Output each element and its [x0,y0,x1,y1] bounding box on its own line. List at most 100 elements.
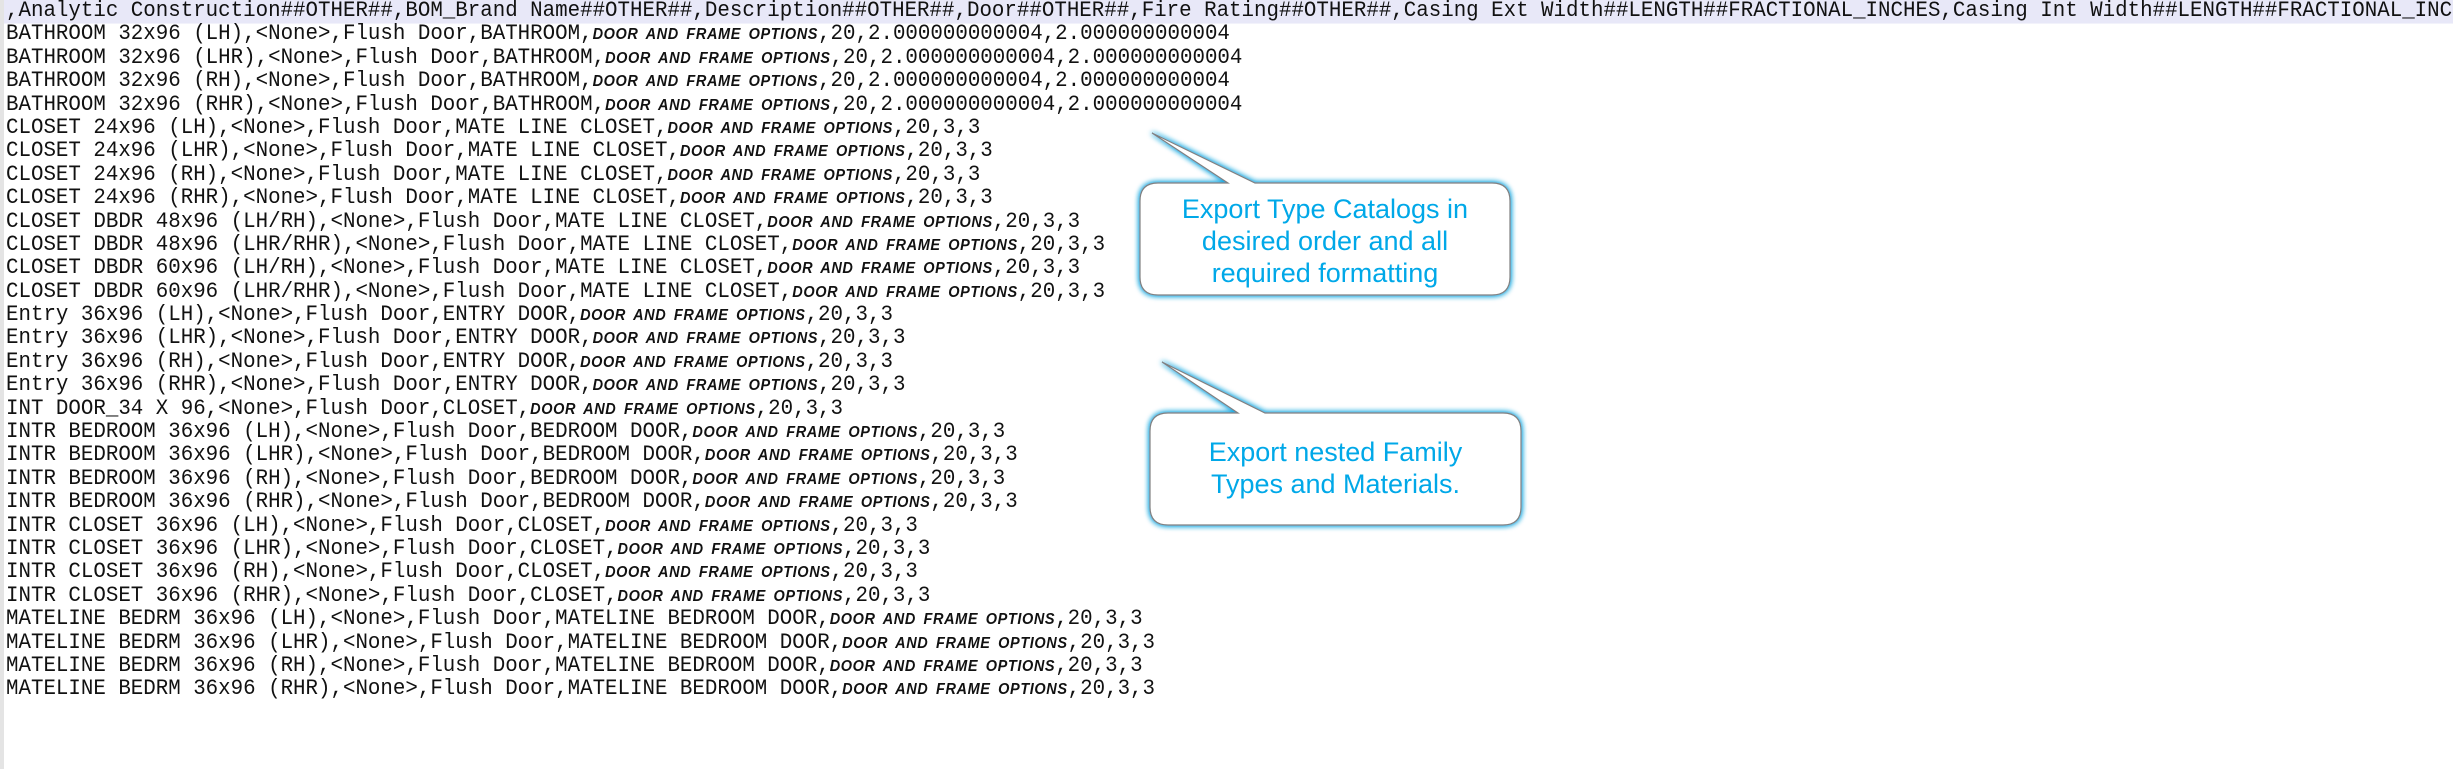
formatted-description: DOOR AND FRAME OPTIONS [592,73,819,91]
csv-data-line[interactable]: BATHROOM 32x96 (LHR),<None>,Flush Door,B… [4,46,2453,71]
formatted-description: DOOR AND FRAME OPTIONS [592,377,819,395]
formatted-description: DOOR AND FRAME OPTIONS [679,143,906,161]
csv-data-line[interactable]: INTR CLOSET 36x96 (RHR),<None>,Flush Doo… [4,584,2453,609]
csv-data-line[interactable]: INTR BEDROOM 36x96 (RHR),<None>,Flush Do… [4,491,2453,516]
csv-data-line[interactable]: CLOSET 24x96 (RH),<None>,Flush Door,MATE… [4,163,2453,188]
line-fields: BATHROOM 32x96 (LH),<None>,Flush Door,BA… [6,22,593,47]
formatted-description: DOOR AND FRAME OPTIONS [704,448,931,465]
line-fields: INTR BEDROOM 36x96 (RHR),<None>,Flush Do… [6,490,705,515]
line-values: ,20,3,3 [917,467,1006,492]
formatted-description: DOOR AND FRAME OPTIONS [617,541,844,559]
line-fields: MATELINE BEDRM 36x96 (LHR),<None>,Flush … [6,630,843,656]
line-fields: MATELINE BEDRM 36x96 (LH),<None>,Flush D… [6,607,830,632]
csv-data-line[interactable]: MATELINE BEDRM 36x96 (LH),<None>,Flush D… [4,608,2453,633]
formatted-description: DOOR AND FRAME OPTIONS [605,564,831,582]
line-fields: CLOSET 24x96 (LHR),<None>,Flush Door,MAT… [6,139,680,164]
line-values: ,20,3,3 [905,139,993,164]
csv-data-line[interactable]: INTR CLOSET 36x96 (LH),<None>,Flush Door… [4,514,2453,539]
callout-bubble-2 [1149,361,1522,526]
csv-data-line[interactable]: BATHROOM 32x96 (RHR),<None>,Flush Door,B… [4,93,2453,118]
csv-data-line[interactable]: INTR CLOSET 36x96 (LHR),<None>,Flush Doo… [4,537,2453,562]
csv-data-line[interactable]: CLOSET DBDR 48x96 (LHR/RHR),<None>,Flush… [4,233,2453,258]
formatted-description: DOOR AND FRAME OPTIONS [842,681,1068,699]
formatted-description: DOOR AND FRAME OPTIONS [842,635,1068,652]
callout-line: Export nested Family [1208,437,1463,467]
line-values: ,20,3,3 [805,303,893,328]
line-values: ,20,3,3 [992,209,1081,235]
formatted-description: DOOR AND FRAME OPTIONS [580,354,806,372]
line-fields: Entry 36x96 (RHR),<None>,Flush Door,ENTR… [6,373,593,398]
formatted-description: DOOR AND FRAME OPTIONS [767,260,993,278]
callout-line: Export Type Catalogs in [1181,194,1469,224]
formatted-description: DOOR AND FRAME OPTIONS [580,307,806,325]
csv-data-line[interactable]: INTR BEDROOM 36x96 (LHR),<None>,Flush Do… [4,444,2453,469]
line-fields: INTR CLOSET 36x96 (LH),<None>,Flush Door… [6,514,606,539]
csv-data-line[interactable]: CLOSET DBDR 60x96 (LHR/RHR),<None>,Flush… [4,280,2453,305]
line-values: ,20,3,3 [1017,280,1106,305]
line-values: ,20,2.000000000004,2.000000000004 [818,22,1230,47]
line-values: ,20,3,3 [1067,630,1156,656]
csv-data-line[interactable]: BATHROOM 32x96 (RH),<None>,Flush Door,BA… [4,70,2453,95]
line-fields: BATHROOM 32x96 (RHR),<None>,Flush Door,B… [6,92,606,118]
csv-data-line[interactable]: MATELINE BEDRM 36x96 (RHR),<None>,Flush … [4,678,2453,703]
formatted-description: DOOR AND FRAME OPTIONS [605,518,831,536]
formatted-description: DOOR AND FRAME OPTIONS [605,50,831,68]
formatted-description: DOOR AND FRAME OPTIONS [692,424,918,442]
formatted-description: DOOR AND FRAME OPTIONS [704,494,931,512]
line-values: ,20,3,3 [930,443,1018,468]
formatted-description: DOOR AND FRAME OPTIONS [792,284,1018,302]
line-fields: INTR CLOSET 36x96 (RHR),<None>,Flush Doo… [6,584,618,609]
csv-data-line[interactable]: INT DOOR_34 X 96,<None>,Flush Door,CLOSE… [4,397,2453,422]
line-values: ,20,3,3 [818,326,906,352]
line-fields: BATHROOM 32x96 (RH),<None>,Flush Door,BA… [6,69,593,94]
csv-data-line[interactable]: CLOSET 24x96 (RHR),<None>,Flush Door,MAT… [4,187,2453,212]
csv-data-line[interactable]: Entry 36x96 (LHR),<None>,Flush Door,ENTR… [4,327,2453,352]
formatted-description: DOOR AND FRAME OPTIONS [592,331,819,348]
line-fields: MATELINE BEDRM 36x96 (RHR),<None>,Flush … [6,677,843,702]
formatted-description: DOOR AND FRAME OPTIONS [617,588,844,606]
formatted-description: DOOR AND FRAME OPTIONS [679,190,906,208]
line-fields: CLOSET DBDR 48x96 (LHR/RHR),<None>,Flush… [6,233,793,258]
line-values: ,20,3,3 [843,584,931,609]
callout-bubble-1 [1139,132,1511,296]
line-fields: Entry 36x96 (LH),<None>,Flush Door,ENTRY… [6,303,581,328]
csv-data-line[interactable]: Entry 36x96 (RH),<None>,Flush Door,ENTRY… [4,350,2453,375]
line-values: ,20,3,3 [892,116,981,141]
callout-nested-families: Export nested Family Types and Materials… [1150,436,1521,500]
csv-data-line[interactable]: CLOSET 24x96 (LH),<None>,Flush Door,MATE… [4,116,2453,141]
line-fields: INT DOOR_34 X 96,<None>,Flush Door,CLOSE… [6,397,531,422]
csv-data-line[interactable]: MATELINE BEDRM 36x96 (LHR),<None>,Flush … [4,631,2453,656]
line-fields: BATHROOM 32x96 (LHR),<None>,Flush Door,B… [6,46,606,71]
line-fields: INTR BEDROOM 36x96 (LH),<None>,Flush Doo… [6,420,693,445]
line-values: ,20,3,3 [830,514,918,539]
csv-data-line[interactable]: CLOSET 24x96 (LHR),<None>,Flush Door,MAT… [4,140,2453,165]
csv-data-line[interactable]: BATHROOM 32x96 (LH),<None>,Flush Door,BA… [4,23,2453,48]
csv-data-line[interactable]: MATELINE BEDRM 36x96 (RH),<None>,Flush D… [4,654,2453,679]
csv-header-line[interactable]: ,Analytic Construction##OTHER##,BOM_Bran… [4,0,2453,24]
line-values: ,20,3,3 [843,537,931,562]
callout-line: desired order and all [1201,226,1449,256]
csv-data-line[interactable]: INTR CLOSET 36x96 (RH),<None>,Flush Door… [4,561,2453,586]
formatted-description: DOOR AND FRAME OPTIONS [667,120,893,138]
csv-data-line[interactable]: Entry 36x96 (RHR),<None>,Flush Door,ENTR… [4,374,2453,399]
line-fields: INTR CLOSET 36x96 (LHR),<None>,Flush Doo… [6,537,618,562]
line-fields: INTR CLOSET 36x96 (RH),<None>,Flush Door… [6,560,606,585]
csv-data-line[interactable]: Entry 36x96 (LH),<None>,Flush Door,ENTRY… [4,303,2453,328]
csv-data-line[interactable]: CLOSET DBDR 48x96 (LH/RH),<None>,Flush D… [4,210,2453,235]
line-fields: INTR BEDROOM 36x96 (RH),<None>,Flush Doo… [6,467,693,492]
line-values: ,20,3,3 [992,256,1081,281]
formatted-description: DOOR AND FRAME OPTIONS [829,658,1056,676]
csv-data-line[interactable]: INTR BEDROOM 36x96 (LH),<None>,Flush Doo… [4,420,2453,445]
line-fields: CLOSET 24x96 (LH),<None>,Flush Door,MATE… [6,116,668,141]
csv-data-line[interactable]: INTR BEDROOM 36x96 (RH),<None>,Flush Doo… [4,467,2453,492]
csv-data-line[interactable]: CLOSET DBDR 60x96 (LH/RH),<None>,Flush D… [4,257,2453,282]
formatted-description: DOOR AND FRAME OPTIONS [667,167,893,185]
line-values: ,20,3,3 [830,560,918,585]
formatted-description: DOOR AND FRAME OPTIONS [605,97,831,114]
line-fields: CLOSET 24x96 (RHR),<None>,Flush Door,MAT… [6,186,680,211]
callout-line: required formatting [1211,258,1439,288]
line-values: ,20,3,3 [805,350,893,375]
line-values: ,20,3,3 [1017,233,1106,258]
